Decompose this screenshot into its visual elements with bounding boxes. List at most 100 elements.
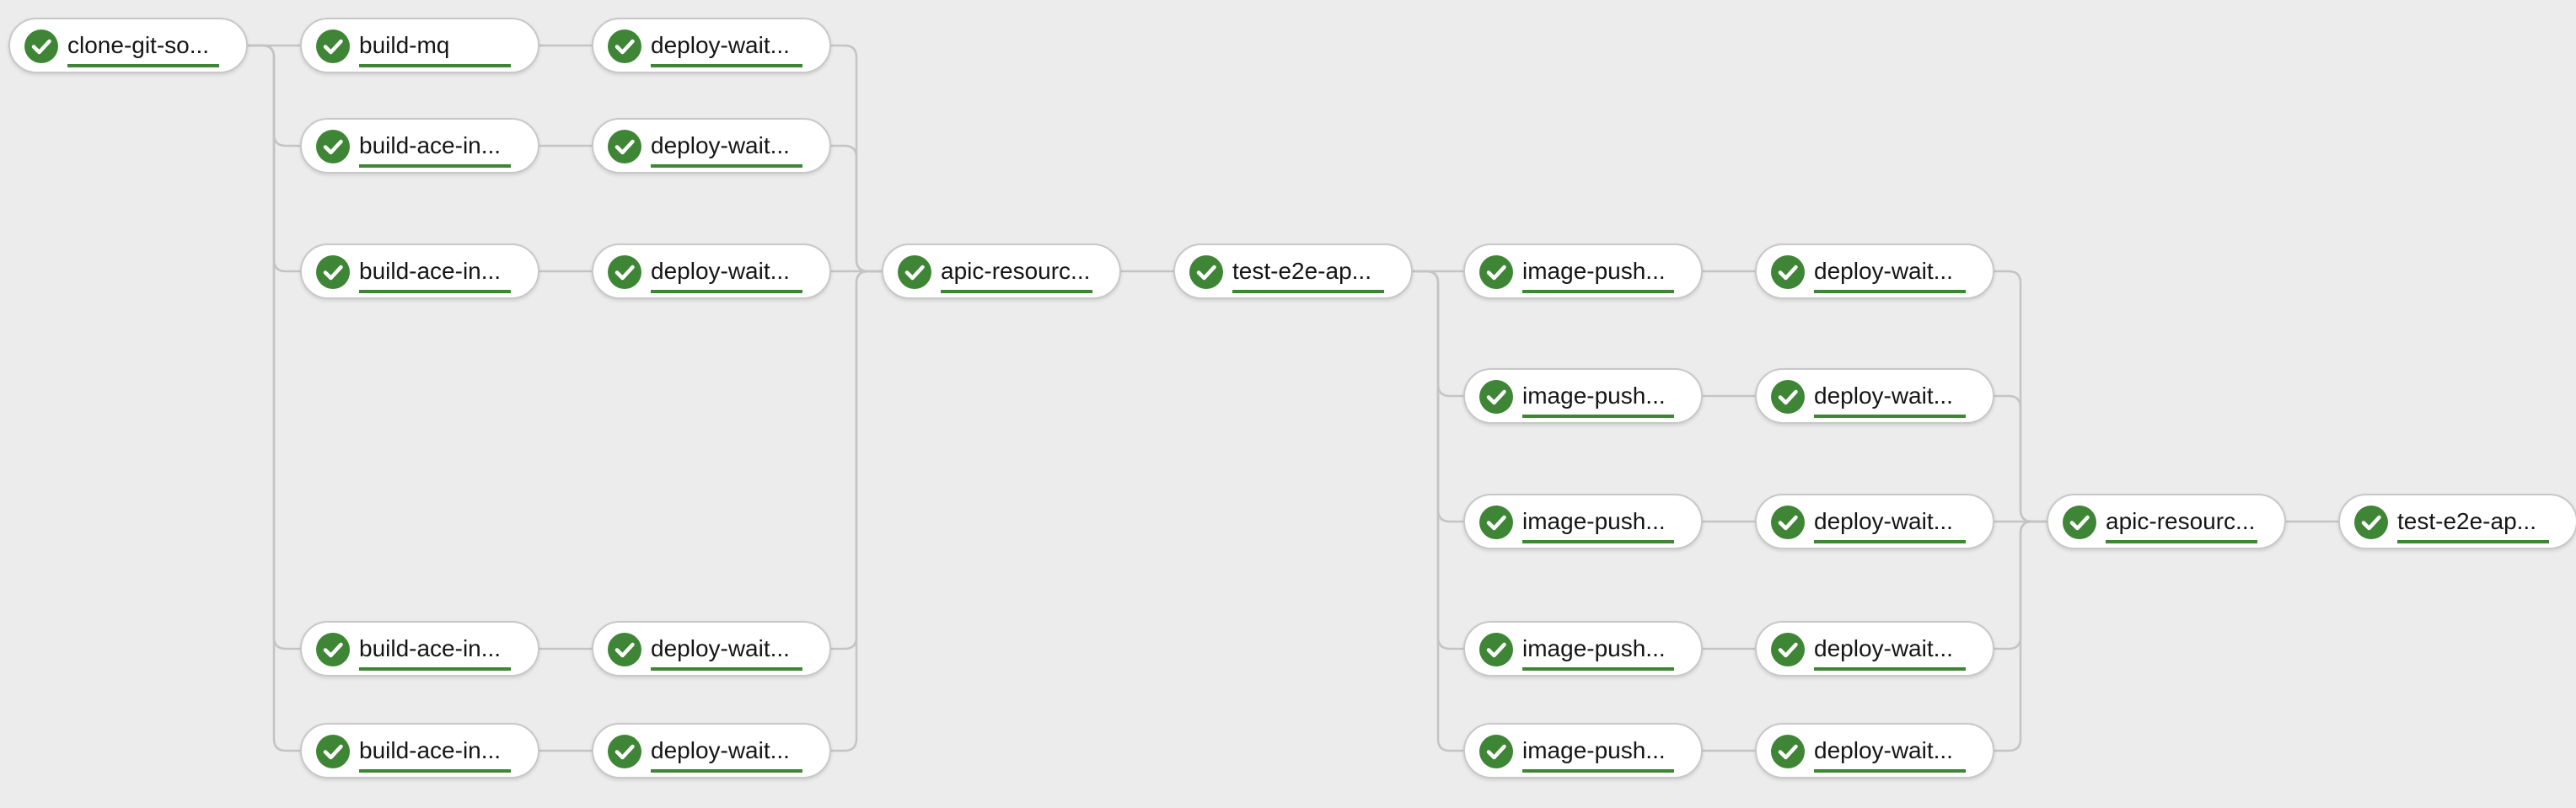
check-circle-icon — [608, 255, 641, 289]
task-progress-bar — [1814, 667, 1966, 671]
task-progress-bar — [941, 290, 1092, 293]
task-progress-bar — [359, 64, 511, 67]
task-progress-bar — [1232, 290, 1384, 293]
pipeline-task-node[interactable]: deploy-wait... — [1755, 243, 1994, 299]
task-progress-bar — [1522, 769, 1674, 773]
check-circle-icon — [1771, 506, 1805, 539]
pipeline-connector — [831, 144, 882, 273]
task-name: deploy-wait... — [1814, 508, 1953, 534]
pipeline-task-node[interactable]: build-ace-in... — [300, 621, 539, 677]
task-progress-bar — [1814, 540, 1966, 543]
pipeline-connector — [1994, 520, 2047, 752]
task-name: image-push... — [1522, 383, 1666, 409]
pipeline-task-node[interactable]: deploy-wait... — [592, 723, 831, 779]
check-circle-icon — [316, 130, 350, 163]
task-progress-bar — [1522, 667, 1674, 671]
task-progress-bar — [359, 667, 511, 671]
task-progress-bar — [651, 290, 802, 293]
pipeline-connector — [1413, 270, 1463, 752]
pipeline-task-node[interactable]: image-push... — [1463, 243, 1703, 299]
task-name: clone-git-so... — [67, 32, 210, 58]
task-progress-bar — [1814, 415, 1966, 418]
check-circle-icon — [316, 735, 350, 768]
pipeline-task-node[interactable]: image-push... — [1463, 621, 1703, 677]
pipeline-task-node[interactable]: deploy-wait... — [592, 243, 831, 299]
pipeline-connector — [831, 270, 882, 752]
check-circle-icon — [316, 255, 350, 289]
check-circle-icon — [1189, 255, 1223, 289]
check-circle-icon — [1479, 506, 1513, 539]
pipeline-task-node[interactable]: build-ace-in... — [300, 723, 539, 779]
pipeline-task-node[interactable]: deploy-wait... — [592, 118, 831, 174]
pipeline-task-node[interactable]: image-push... — [1463, 723, 1703, 779]
pipeline-task-node[interactable]: image-push... — [1463, 494, 1703, 549]
task-name: deploy-wait... — [1814, 737, 1953, 763]
task-name: deploy-wait... — [1814, 383, 1953, 409]
task-name: deploy-wait... — [651, 258, 790, 284]
pipeline-connector — [1994, 394, 2047, 523]
task-name: build-ace-in... — [359, 132, 502, 158]
check-circle-icon — [2063, 506, 2096, 539]
task-name: build-ace-in... — [359, 635, 502, 661]
task-name: deploy-wait... — [651, 635, 790, 661]
task-progress-bar — [359, 164, 511, 168]
pipeline-task-node[interactable]: deploy-wait... — [592, 18, 831, 73]
check-circle-icon — [608, 735, 641, 768]
pipeline-task-node[interactable]: deploy-wait... — [1755, 723, 1994, 779]
pipeline-task-node[interactable]: apic-resourc... — [2047, 494, 2286, 549]
task-name: image-push... — [1522, 508, 1666, 534]
pipeline-task-node[interactable]: build-mq — [300, 18, 539, 73]
check-circle-icon — [316, 633, 350, 666]
task-name: deploy-wait... — [1814, 635, 1953, 661]
task-progress-bar — [1522, 290, 1674, 293]
check-circle-icon — [1479, 633, 1513, 666]
task-name: deploy-wait... — [651, 32, 790, 58]
task-progress-bar — [2397, 540, 2549, 543]
check-circle-icon — [1771, 735, 1805, 768]
check-circle-icon — [316, 29, 350, 63]
pipeline-task-node[interactable]: test-e2e-ap... — [1173, 243, 1413, 299]
task-name: apic-resourc... — [941, 258, 1091, 284]
task-name: image-push... — [1522, 635, 1666, 661]
check-circle-icon — [24, 29, 58, 63]
check-circle-icon — [608, 130, 641, 163]
task-name: deploy-wait... — [651, 132, 790, 158]
check-circle-icon — [608, 29, 641, 63]
task-progress-bar — [359, 769, 511, 773]
check-circle-icon — [1771, 380, 1805, 414]
task-progress-bar — [1522, 540, 1674, 543]
task-progress-bar — [651, 769, 802, 773]
pipeline-task-node[interactable]: deploy-wait... — [592, 621, 831, 677]
task-name: test-e2e-ap... — [2397, 508, 2536, 534]
pipeline-task-node[interactable]: build-ace-in... — [300, 118, 539, 174]
check-circle-icon — [1771, 255, 1805, 289]
task-name: image-push... — [1522, 737, 1666, 763]
task-name: image-push... — [1522, 258, 1666, 284]
task-progress-bar — [651, 64, 802, 67]
task-name: apic-resourc... — [2106, 508, 2256, 534]
pipeline-task-node[interactable]: build-ace-in... — [300, 243, 539, 299]
task-progress-bar — [1522, 415, 1674, 418]
task-name: build-ace-in... — [359, 737, 502, 763]
pipeline-task-node[interactable]: test-e2e-ap... — [2338, 494, 2576, 549]
check-circle-icon — [1479, 735, 1513, 768]
check-circle-icon — [1479, 380, 1513, 414]
pipeline-task-node[interactable]: deploy-wait... — [1755, 494, 1994, 549]
check-circle-icon — [1479, 255, 1513, 289]
pipeline-task-node[interactable]: deploy-wait... — [1755, 368, 1994, 424]
task-progress-bar — [651, 164, 802, 168]
pipeline-task-node[interactable]: deploy-wait... — [1755, 621, 1994, 677]
task-progress-bar — [1814, 290, 1966, 293]
pipeline-task-node[interactable]: apic-resourc... — [882, 243, 1121, 299]
task-name: build-ace-in... — [359, 258, 502, 284]
task-name: deploy-wait... — [1814, 258, 1953, 284]
check-circle-icon — [2354, 506, 2388, 539]
task-name: build-mq — [359, 32, 450, 58]
pipeline-task-node[interactable]: clone-git-so... — [8, 18, 248, 73]
pipeline-task-node[interactable]: image-push... — [1463, 368, 1703, 424]
task-progress-bar — [359, 290, 511, 293]
task-progress-bar — [2106, 540, 2257, 543]
pipeline-connector — [248, 44, 300, 752]
